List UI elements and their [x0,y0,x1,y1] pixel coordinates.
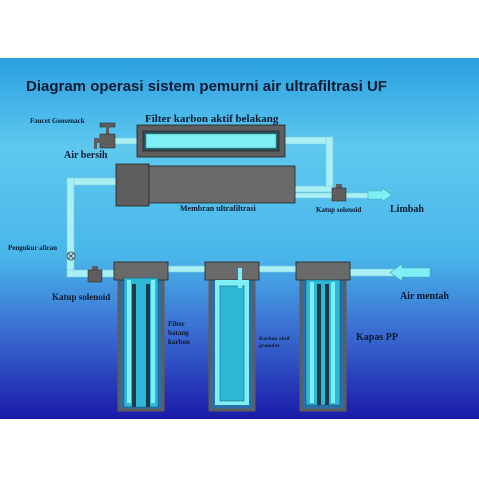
carbon-block-label-line2: batang [168,329,189,337]
granular-carbon-label-line1: Karbon aktif [259,336,290,342]
granular-carbon-label: Karbon aktif granular [259,336,290,350]
solenoid-valve-waste-label: Katup solenoid [316,206,362,214]
raw-water-arrow-icon [389,263,431,282]
filter-stage-1 [113,261,169,412]
uf-membrane [115,163,296,207]
solenoid-valve-inlet-icon [87,266,103,283]
waste-arrow-icon [367,187,393,203]
solenoid-valve-inlet-label: Katup solenoid [52,292,111,302]
pp-cotton-label: Kapas PP [356,332,398,343]
solenoid-valve-waste-icon [331,184,347,202]
rear-carbon-filter [136,124,286,158]
carbon-block-label-line3: karbon [168,338,190,346]
faucet-icon [94,122,116,149]
granular-carbon-label-line2: granular [259,343,280,349]
uf-membrane-label: Membran ultrafiltrasi [180,204,256,213]
pipe-raw-water [345,268,397,277]
diagram-title: Diagram operasi sistem pemurni air ultra… [26,78,387,95]
flow-meter-icon [66,251,76,261]
diagram-canvas [0,58,479,419]
carbon-block-label: Filter batang karbon [168,320,190,347]
clean-water-label: Air bersih [64,150,108,161]
diagram-slide: Diagram operasi sistem pemurni air ultra… [0,58,479,419]
filter-stage-2 [204,261,260,412]
pipe-to-faucet [111,137,139,145]
carbon-block-label-line1: Filter [168,320,185,328]
waste-label: Limbah [390,204,424,215]
faucet-label: Faucet Goosenack [30,117,85,125]
filter-stage-3 [295,261,351,412]
rear-carbon-filter-label: Filter karbon aktif belakang [145,113,279,125]
flow-meter-label: Pengukur aliran [8,244,58,252]
pipe-vertical-left [66,177,75,277]
raw-water-label: Air mentah [400,291,449,302]
